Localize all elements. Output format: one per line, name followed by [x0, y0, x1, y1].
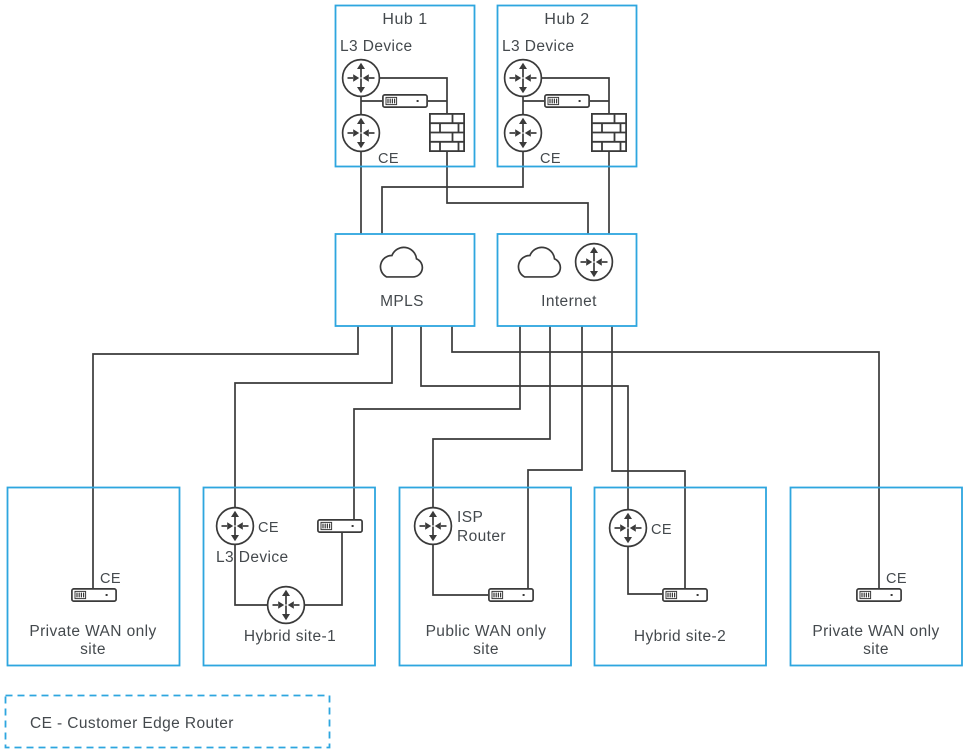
site2-edge-device-icon — [317, 519, 363, 533]
hub2-l3-label: L3 Device — [502, 38, 575, 55]
site1-box — [6, 486, 181, 667]
site3-isp-router-icon — [413, 506, 453, 546]
site3-edge-device-icon — [488, 588, 534, 602]
mpls-label: MPLS — [380, 293, 424, 310]
site2-ce-router-icon — [215, 506, 255, 546]
site3-isp-label-line2: Router — [457, 528, 506, 545]
site2-box — [202, 486, 376, 667]
wire-internet-to-site4-edge — [611, 326, 686, 588]
internet-router-icon — [574, 242, 614, 282]
hub1-l3-router-icon — [341, 58, 381, 98]
labels: Hub 1 L3 Device CE Hub 2 L3 Device CE MP… — [29, 11, 939, 732]
internet-cloud-icon — [518, 247, 560, 277]
wire-site2-ce-to-l3router — [234, 545, 268, 606]
wire-internet-to-site3-edge — [527, 326, 583, 588]
site1-ce-label: CE — [100, 571, 121, 587]
site3-isp-label-line1: ISP — [457, 509, 483, 526]
site2-ce-label: CE — [258, 520, 279, 536]
site1-ce-device-icon — [71, 588, 117, 602]
boxes — [4, 4, 963, 749]
site1-name-line2: site — [80, 641, 106, 658]
icons — [71, 58, 902, 625]
site4-ce-router-icon — [608, 508, 648, 548]
wire-site2-edge-to-l3router — [304, 533, 343, 606]
hub1-edge-device-icon — [382, 94, 428, 108]
site2-name: Hybrid site-1 — [244, 628, 336, 645]
site4-box — [593, 486, 767, 667]
site5-ce-device-icon — [856, 588, 902, 602]
wire-mpls-to-site2-ce — [234, 326, 393, 508]
mpls-box — [334, 233, 476, 327]
wire-mpls-to-site5-ce — [451, 326, 880, 588]
site4-edge-device-icon — [662, 588, 708, 602]
hub2-ce-label: CE — [540, 151, 561, 167]
wire-internet-to-site3-isp — [432, 326, 551, 508]
wire-mpls-to-site1-ce — [92, 326, 359, 588]
site4-ce-label: CE — [651, 522, 672, 538]
internet-box — [496, 233, 638, 327]
hub1-firewall-icon — [429, 113, 465, 152]
hub2-edge-device-icon — [544, 94, 590, 108]
hub2-ce-router-icon — [503, 113, 543, 153]
site5-name-line1: Private WAN only — [812, 623, 939, 640]
site2-l3-label: L3 Device — [216, 549, 289, 566]
wire-site3-isp-to-edge — [432, 545, 488, 596]
hub1-ce-label: CE — [378, 151, 399, 167]
wire-hub2-ce-to-mpls — [381, 151, 524, 234]
site3-name-line2: site — [473, 641, 499, 658]
wire-hub1-firewall-to-internet — [446, 152, 589, 234]
wire-internet-to-site2-edge — [353, 326, 521, 520]
site3-box — [398, 486, 572, 667]
mpls-cloud-icon — [380, 247, 422, 277]
wires — [92, 77, 880, 606]
legend-box — [4, 694, 331, 749]
site3-name-line1: Public WAN only — [426, 623, 547, 640]
hub1-ce-router-icon — [341, 113, 381, 153]
hub1-title: Hub 1 — [382, 11, 427, 28]
legend-text: CE - Customer Edge Router — [30, 715, 234, 732]
hub1-l3-label: L3 Device — [340, 38, 413, 55]
internet-label: Internet — [541, 293, 597, 310]
hub1-box — [334, 4, 476, 168]
wire-mpls-to-site4-ce — [420, 326, 629, 509]
site5-box — [789, 486, 963, 667]
site5-name-line2: site — [863, 641, 889, 658]
hub2-box — [496, 4, 638, 168]
site2-l3-router-icon — [266, 585, 306, 625]
site5-ce-label: CE — [886, 571, 907, 587]
wire-site4-ce-to-edge — [627, 546, 662, 595]
hub2-l3-router-icon — [503, 58, 543, 98]
hub2-title: Hub 2 — [544, 11, 589, 28]
site1-name-line1: Private WAN only — [29, 623, 156, 640]
site4-name: Hybrid site-2 — [634, 628, 726, 645]
hub2-firewall-icon — [591, 113, 627, 152]
